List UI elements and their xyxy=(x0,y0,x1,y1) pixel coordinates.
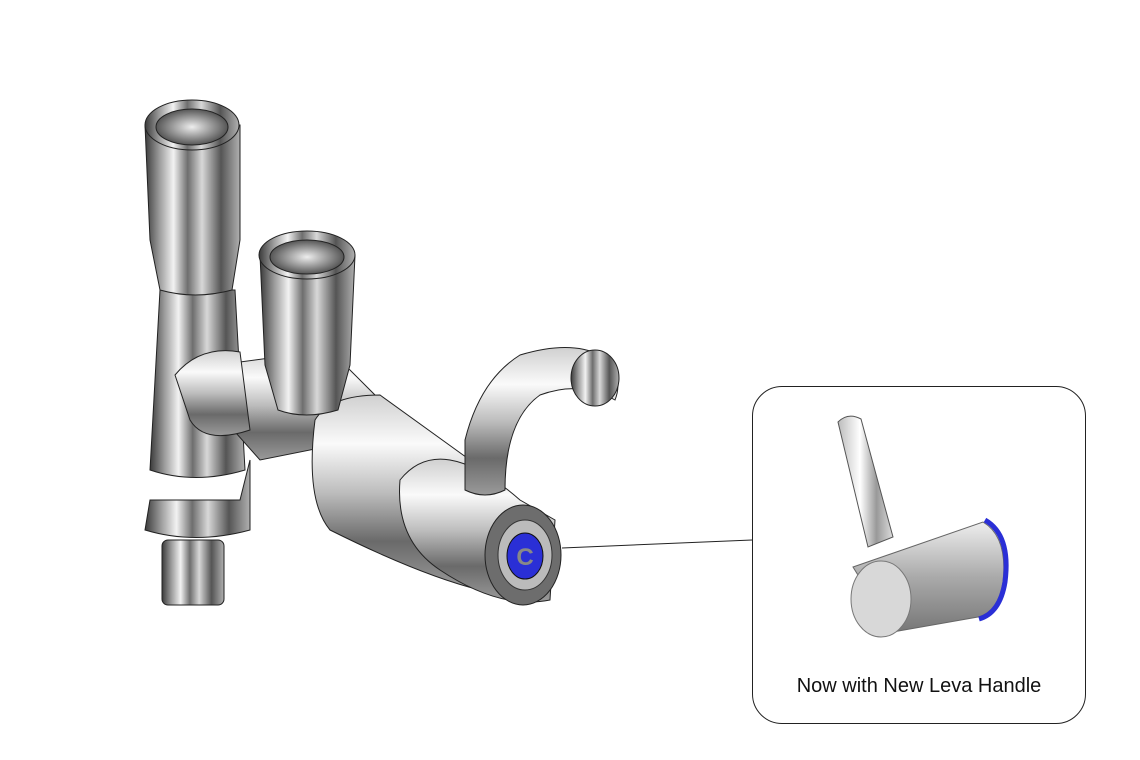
outlet-cylinder xyxy=(258,230,356,416)
knob-cap: C xyxy=(484,504,562,606)
logo-badge xyxy=(506,532,544,580)
callout-text: Now with New Leva Handle xyxy=(796,675,1042,697)
callout-leader-line xyxy=(561,539,753,549)
logo-letter: C xyxy=(516,544,533,571)
callout-box: Now with New Leva Handle xyxy=(752,386,1086,724)
lever-handle xyxy=(464,347,620,496)
leva-handle-image xyxy=(837,415,1009,638)
